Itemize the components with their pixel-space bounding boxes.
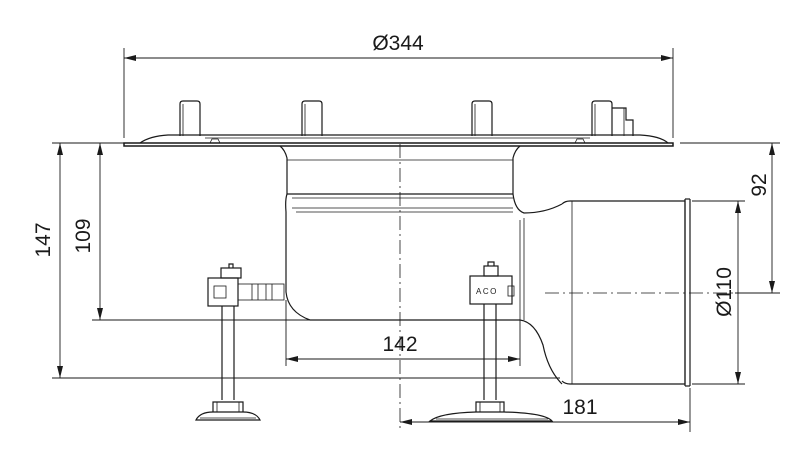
- leveling-foot-left: [195, 263, 285, 421]
- outlet-height-label: 92: [748, 173, 771, 196]
- top-diameter-label: Ø344: [372, 32, 424, 55]
- dimension-outlet-length: 181: [400, 388, 691, 432]
- dimension-body-width: 142: [285, 300, 521, 366]
- dimension-top-diameter: Ø344: [123, 32, 674, 138]
- outlet-diameter-label: Ø110: [713, 267, 736, 317]
- outlet-pipe: [561, 198, 691, 387]
- mounting-studs: [179, 100, 634, 136]
- stud-3: [471, 100, 493, 136]
- dimension-outlet-height: 92: [680, 142, 780, 294]
- leveling-foot-right: ACO: [428, 261, 554, 422]
- body-height-label: 109: [72, 218, 95, 253]
- center-lines: [399, 144, 735, 430]
- flange-plate: [123, 134, 674, 147]
- stud-2: [301, 100, 323, 136]
- total-height-label: 147: [32, 222, 55, 257]
- outlet-length-label: 181: [562, 396, 597, 419]
- dimension-body-height: 109: [72, 142, 320, 321]
- stud-1: [179, 100, 201, 136]
- stud-4: [591, 100, 634, 136]
- brand-label: ACO: [476, 287, 498, 296]
- drain-body: [279, 145, 563, 385]
- dimension-total-height: 147: [32, 142, 560, 379]
- body-width-label: 142: [382, 333, 417, 356]
- dimension-outlet-diameter: Ø110: [692, 200, 745, 385]
